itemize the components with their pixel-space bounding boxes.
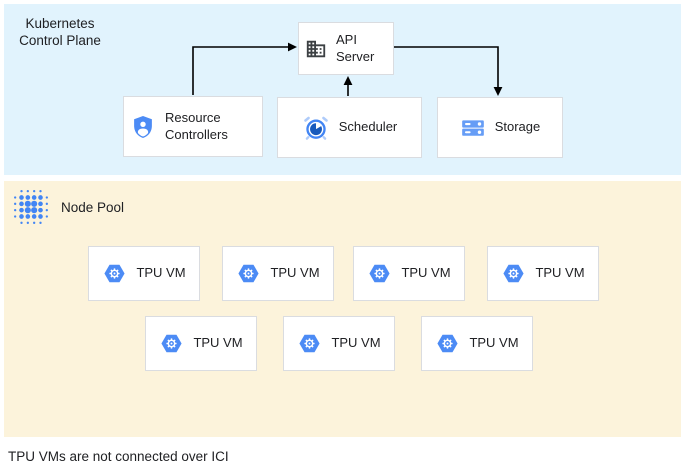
- api-server-node: API Server: [298, 22, 394, 75]
- tpu-vm-node: TPU VM: [487, 246, 599, 301]
- tpu-hexagon-gear-icon: [297, 332, 322, 355]
- resource-controllers-label: Resource Controllers: [165, 110, 228, 142]
- api-server-label: API Server: [336, 32, 375, 64]
- tpu-vm-label: TPU VM: [401, 265, 451, 281]
- tpu-vm-node: TPU VM: [283, 316, 395, 371]
- control-plane-title-line1: Kubernetes: [25, 16, 95, 31]
- shield-user-icon: [130, 114, 156, 140]
- scheduler-label: Scheduler: [338, 119, 398, 135]
- tpu-hexagon-gear-icon: [102, 262, 127, 285]
- tpu-hexagon-gear-icon: [435, 332, 460, 355]
- tpu-vm-node: TPU VM: [353, 246, 465, 301]
- resource-controllers-node: Resource Controllers: [123, 96, 263, 157]
- tpu-vm-label: TPU VM: [331, 335, 381, 351]
- caption-text: TPU VMs are not connected over ICI: [8, 449, 229, 464]
- control-plane-title-line2: Control Plane: [19, 32, 101, 48]
- control-plane-title: Kubernetes Control Plane: [8, 16, 112, 50]
- tpu-vm-node: TPU VM: [88, 246, 200, 301]
- tpu-hexagon-gear-icon: [501, 262, 526, 285]
- tpu-hexagon-gear-icon: [367, 262, 392, 285]
- tpu-vm-label: TPU VM: [136, 265, 186, 281]
- tpu-vm-label: TPU VM: [535, 265, 585, 281]
- tpu-vm-node: TPU VM: [145, 316, 257, 371]
- tpu-hexagon-gear-icon: [236, 262, 261, 285]
- node-pool-title: Node Pool: [61, 200, 125, 215]
- scheduler-node: Scheduler: [277, 97, 422, 158]
- building-icon: [305, 38, 327, 60]
- dot-grid-icon: [12, 188, 50, 226]
- tpu-hexagon-gear-icon: [159, 332, 184, 355]
- tpu-vm-label: TPU VM: [469, 335, 519, 351]
- node-pool-region: [4, 181, 681, 437]
- tpu-vm-node: TPU VM: [421, 316, 533, 371]
- storage-label: Storage: [494, 119, 541, 135]
- tpu-vm-label: TPU VM: [270, 265, 320, 281]
- tpu-vm-label: TPU VM: [193, 335, 243, 351]
- tpu-vm-node: TPU VM: [222, 246, 334, 301]
- storage-disks-icon: [460, 115, 486, 141]
- storage-node: Storage: [437, 97, 563, 158]
- alarm-clock-icon: [302, 114, 330, 142]
